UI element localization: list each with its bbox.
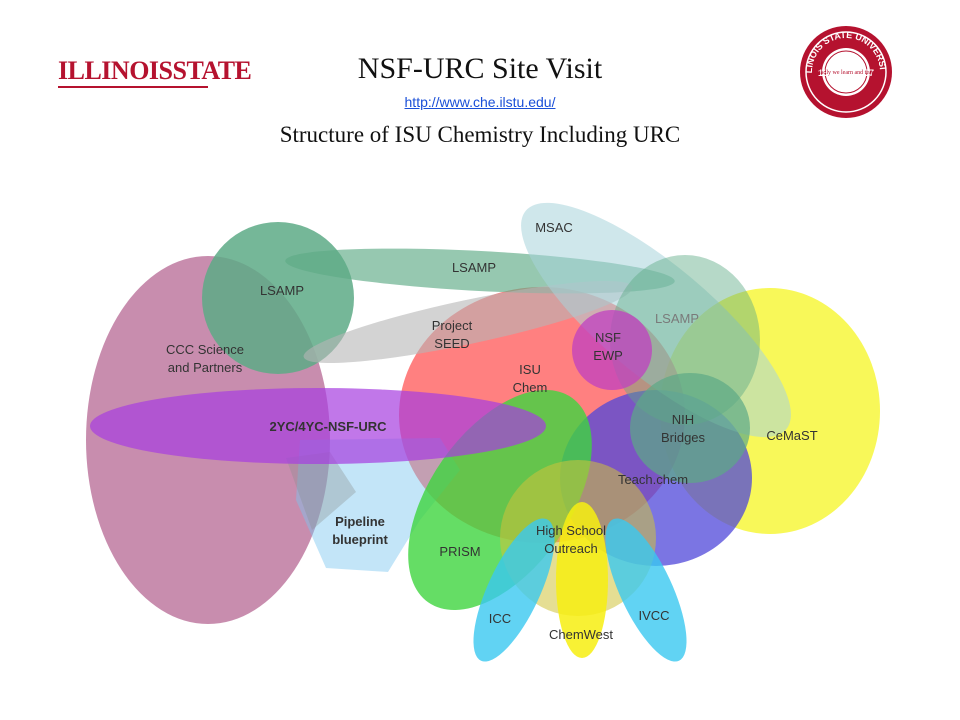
icc-ellipse [473, 518, 555, 662]
msac-label: MSAC [535, 220, 573, 235]
chemwest-label: ChemWest [549, 627, 613, 642]
pipeline-blueprint-graphic [286, 438, 460, 572]
seal-motto: Gladly we learn and teach [815, 70, 878, 76]
prism-label: PRISM [439, 544, 480, 559]
seal-year-left: 18 [818, 68, 828, 78]
chemwest-ellipse [556, 502, 608, 658]
university-seal-logo: ILLINOIS STATE UNIVERSITY 18 57 Gladly w… [798, 24, 892, 118]
ivcc-ellipse [605, 518, 687, 662]
ivcc-label: IVCC [638, 608, 669, 623]
website-link[interactable]: http://www.che.ilstu.edu/ [404, 94, 556, 110]
teach-chem-label: Teach.chem [618, 472, 688, 487]
msac-ellipse [521, 202, 791, 438]
cemast-label: CeMaST [766, 428, 817, 443]
nsf-ewp-circle [572, 310, 652, 390]
urc-label: 2YC/4YC-NSF-URC [269, 419, 387, 434]
page-title: NSF-URC Site Visit [357, 52, 603, 85]
lsamp-band-label: LSAMP [452, 260, 496, 275]
seal-year-right: 57 [864, 68, 874, 78]
lsamp-right-label: LSAMP [655, 311, 699, 326]
lsamp-left-label: LSAMP [260, 283, 304, 298]
nih-bridges-ellipse [630, 373, 750, 483]
urc-ellipse [90, 388, 546, 464]
icc-label: ICC [489, 611, 511, 626]
project-seed-ellipse [303, 280, 633, 364]
page-subtitle: Structure of ISU Chemistry Including URC [279, 122, 681, 147]
